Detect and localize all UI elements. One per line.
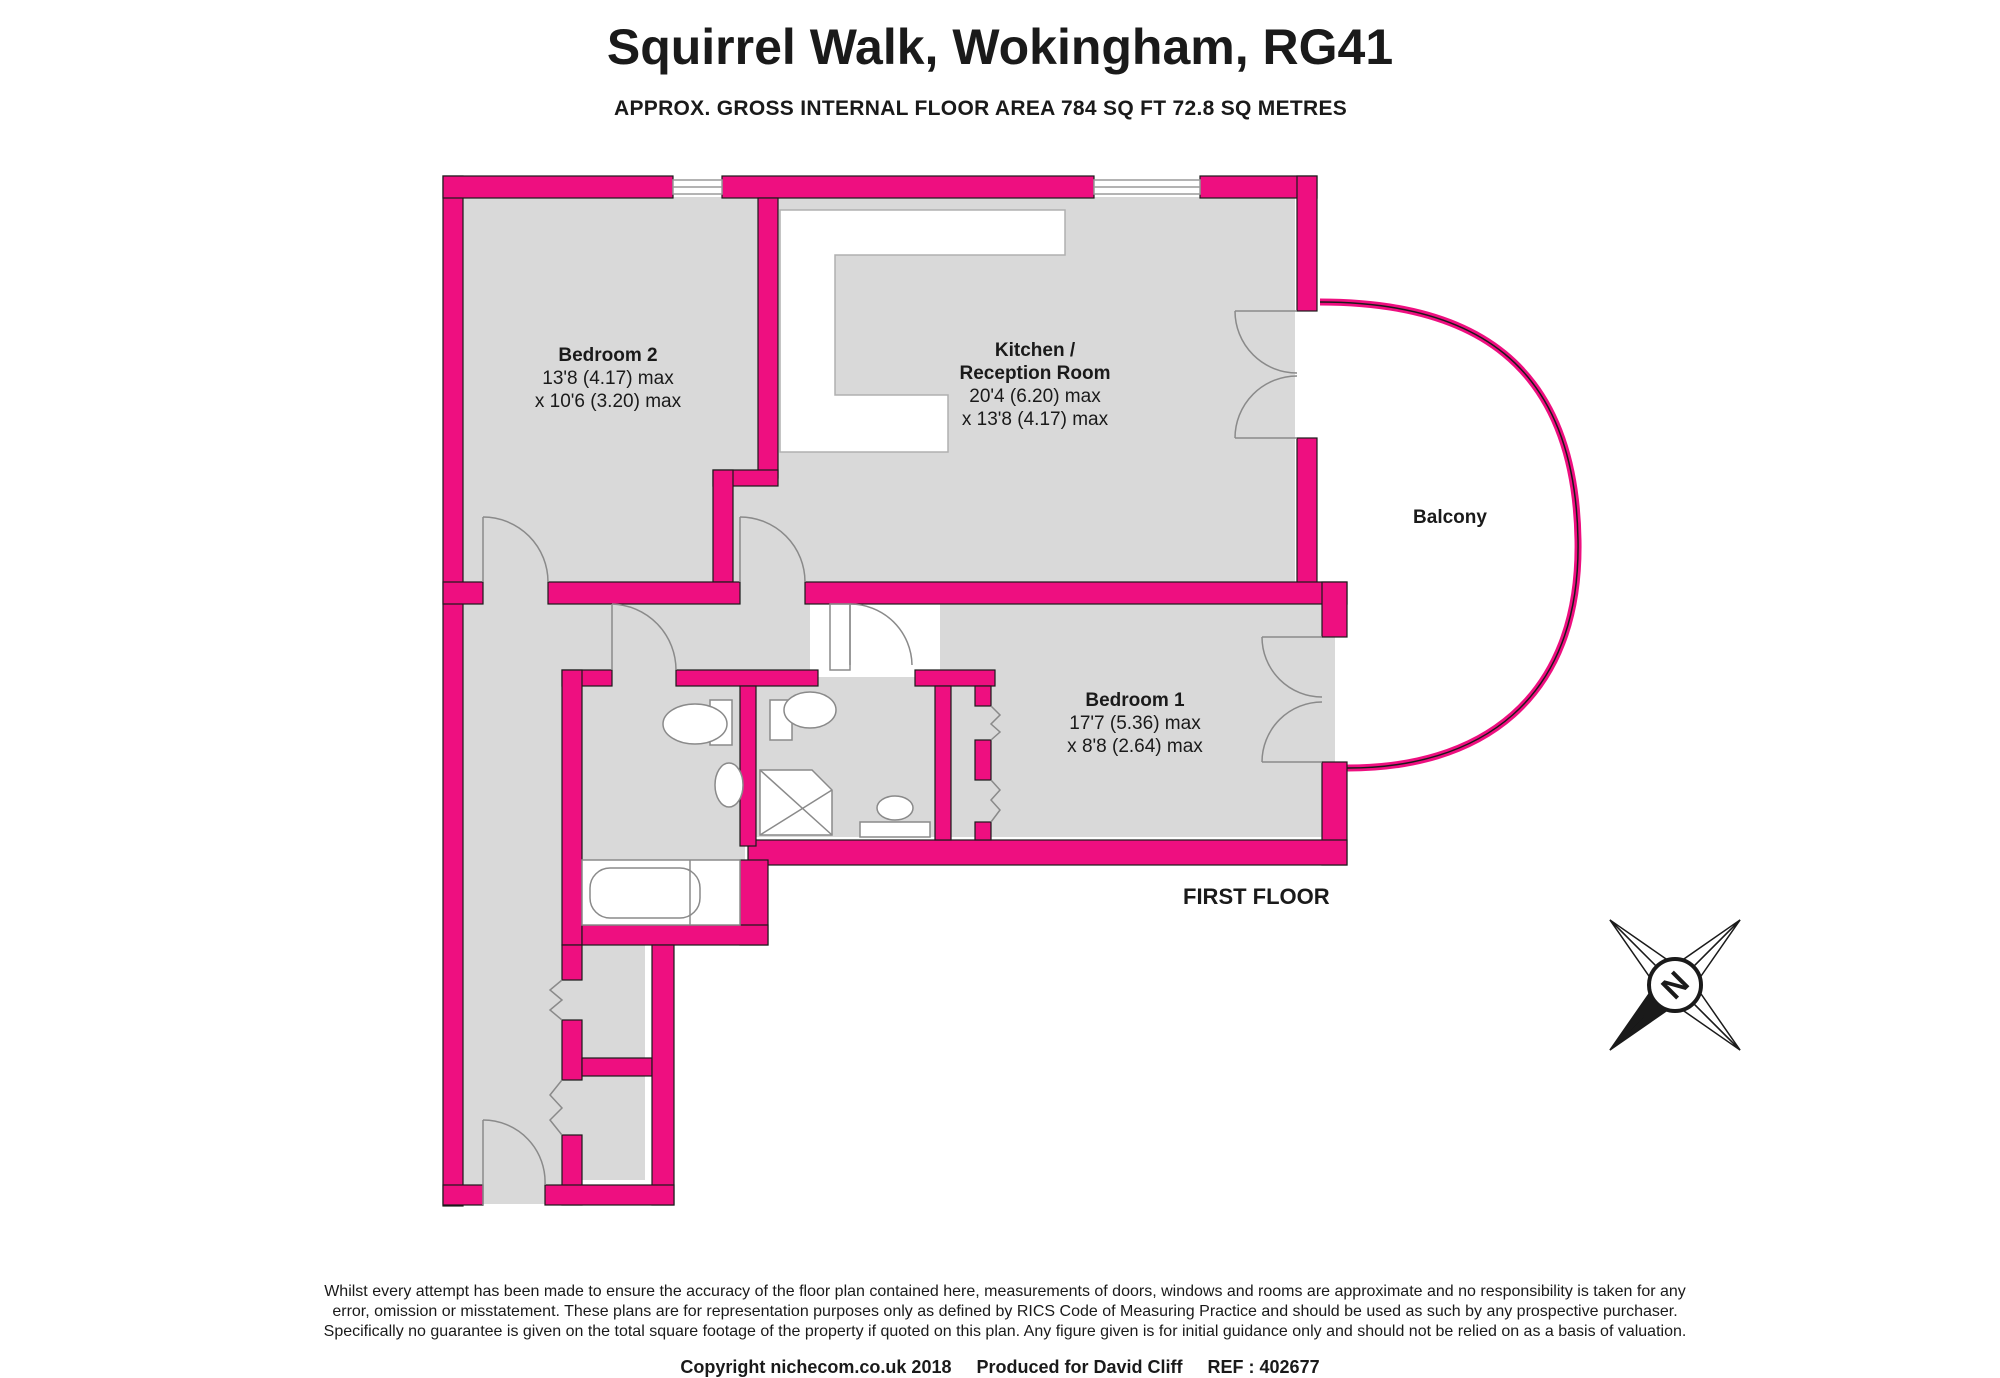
- floor-label: FIRST FLOOR: [1183, 884, 1330, 909]
- disclaimer-line: Whilst every attempt has been made to en…: [324, 1283, 1686, 1300]
- balcony-label: Balcony: [1380, 506, 1520, 529]
- floor-area-subtitle: APPROX. GROSS INTERNAL FLOOR AREA 784 SQ…: [614, 97, 1348, 120]
- bedroom1-name: Bedroom 1: [1085, 690, 1185, 711]
- compass-rose-icon: N: [1609, 919, 1741, 1051]
- footer: Copyright nichecom.co.uk 2018 Produced f…: [0, 1357, 2000, 1378]
- kitchen-name-line1: Kitchen /: [994, 340, 1076, 361]
- disclaimer-line: Specifically no guarantee is given on th…: [323, 1323, 1687, 1340]
- kitchen-dim2: x 13'8 (4.17) max: [961, 409, 1109, 430]
- bedroom2-dim1: 13'8 (4.17) max: [542, 368, 674, 389]
- bedroom1-floor: [940, 600, 1335, 837]
- kitchen-floor: [765, 197, 1295, 582]
- kitchen-name-line2: Reception Room: [959, 363, 1111, 384]
- walls: [442, 175, 1348, 1207]
- kitchen-counter: [779, 209, 1066, 453]
- disclaimer: Whilst every attempt has been made to en…: [240, 1282, 1770, 1342]
- bedroom2-label: Bedroom 2 13'8 (4.17) max x 10'6 (3.20) …: [518, 344, 698, 413]
- corridor-floor: [460, 582, 575, 1204]
- plan-title: Squirrel Walk, Wokingham, RG41: [606, 19, 1394, 75]
- disclaimer-line: error, omission or misstatement. These p…: [332, 1303, 1678, 1320]
- kitchen-dim1: 20'4 (6.20) max: [969, 386, 1101, 407]
- bedroom1-dim2: x 8'8 (2.64) max: [1067, 736, 1203, 757]
- reference-text: REF : 402677: [1207, 1357, 1320, 1377]
- doors: [482, 310, 1323, 1205]
- balcony-name: Balcony: [1413, 507, 1487, 528]
- bedroom1-dim1: 17'7 (5.36) max: [1069, 713, 1201, 734]
- copyright-text: Copyright nichecom.co.uk 2018: [680, 1357, 952, 1377]
- sanitary-fixtures: [581, 691, 931, 926]
- produced-for-text: Produced for David Cliff: [976, 1357, 1183, 1377]
- bedroom2-name: Bedroom 2: [558, 345, 658, 366]
- windows: [672, 179, 1201, 195]
- kitchen-label: Kitchen / Reception Room 20'4 (6.20) max…: [925, 339, 1145, 431]
- balcony-outline: [1319, 298, 1582, 772]
- bedroom1-label: Bedroom 1 17'7 (5.36) max x 8'8 (2.64) m…: [1045, 689, 1225, 758]
- bedroom2-dim2: x 10'6 (3.20) max: [534, 391, 682, 412]
